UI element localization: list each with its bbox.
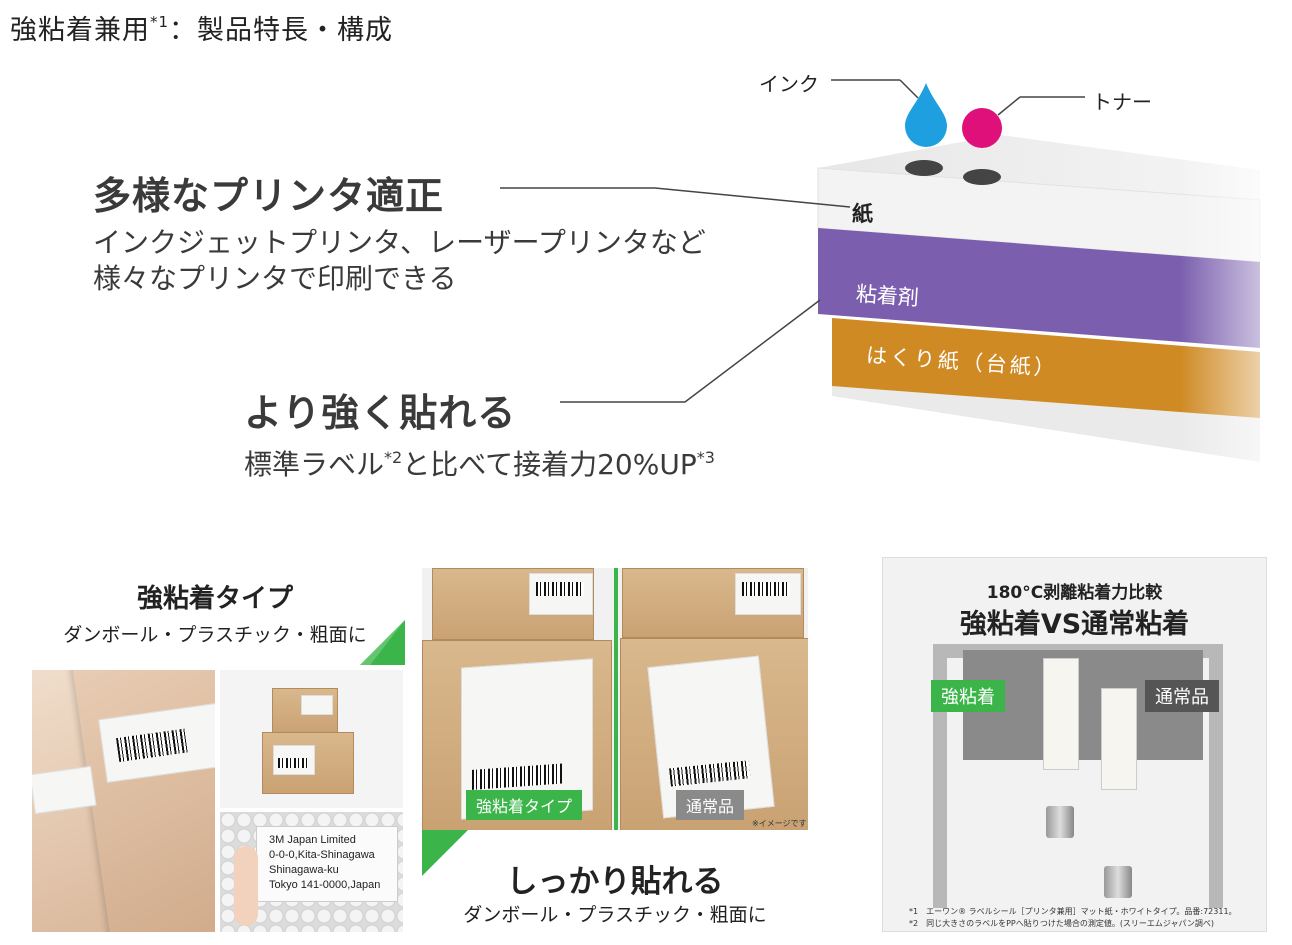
address-label: 3M Japan Limited 0-0-0,Kita-Shinagawa Sh… (256, 826, 398, 902)
feature1-line2: 様々なプリンタで印刷できる (93, 262, 457, 295)
panel1-corner-accent (360, 620, 405, 665)
image-note: ※イメージです (752, 819, 807, 828)
feature2-heading: より強く貼れる (244, 391, 517, 435)
paper-top-face (818, 135, 1260, 200)
panel2-title: しっかり貼れる (506, 864, 724, 900)
layer-adhesive-label: 粘着剤 (855, 281, 920, 311)
panel1-title: 強粘着タイプ (136, 584, 293, 614)
peel-test-title-big: 強粘着VS通常粘着 (959, 609, 1190, 640)
feature2-desc: 標準ラベル*2と比べて接着力20%UP*3 (244, 448, 715, 481)
finger (234, 846, 258, 926)
panel2-subtitle: ダンボール・プラスチック・粗面に (463, 904, 767, 926)
liner-layer (832, 318, 1260, 418)
tag-normal-type: 通常品 (676, 790, 745, 820)
toner-dot-mark (963, 169, 1001, 185)
layer-diagram (500, 79, 1292, 470)
ink-dot-mark (905, 160, 943, 176)
feature1-line1: インクジェットプリンタ、レーザープリンタなど (93, 226, 706, 259)
peel-tag-strong: 強粘着 (931, 680, 1005, 712)
toner-particle-icon (962, 108, 1002, 148)
box-photo (220, 670, 403, 808)
page-title: 強粘着兼用*1：製品特長・構成 (10, 13, 394, 46)
ink-drop-icon (905, 83, 947, 147)
adhesive-layer (818, 228, 1260, 348)
bubble-wrap-photo: 3M Japan Limited 0-0-0,Kita-Shinagawa Sh… (220, 812, 403, 932)
feature1-heading: 多様なプリンタ適正 (93, 174, 445, 218)
ink-label: インク (759, 72, 819, 96)
toner-label: トナー (1092, 90, 1152, 114)
peel-tag-normal: 通常品 (1145, 680, 1219, 712)
panel2-corner-accent (422, 830, 468, 876)
comparison-photo: 強粘着タイプ 通常品 ※イメージです (422, 568, 808, 830)
tag-strong-type: 強粘着タイプ (466, 790, 583, 820)
panel1-subtitle: ダンボール・プラスチック・粗面に (63, 624, 367, 646)
layer-paper-label: 紙 (852, 202, 873, 226)
peel-test-panel: 180°C剥離粘着力比較 強粘着VS通常粘着 強粘着 通常品 *1 エーワン® … (882, 557, 1267, 932)
footnote-1: *1 エーワン® ラベルシール［プリンタ兼用］マット紙・ホワイトタイプ。品番:7… (909, 907, 1237, 916)
wood-board-photo (32, 670, 215, 932)
peel-test-title-small: 180°C剥離粘着力比較 (986, 583, 1163, 603)
footnote-2: *2 同じ大きさのラベルをPPへ貼りつけた場合の測定値。(スリーエムジャパン調べ… (909, 919, 1215, 928)
